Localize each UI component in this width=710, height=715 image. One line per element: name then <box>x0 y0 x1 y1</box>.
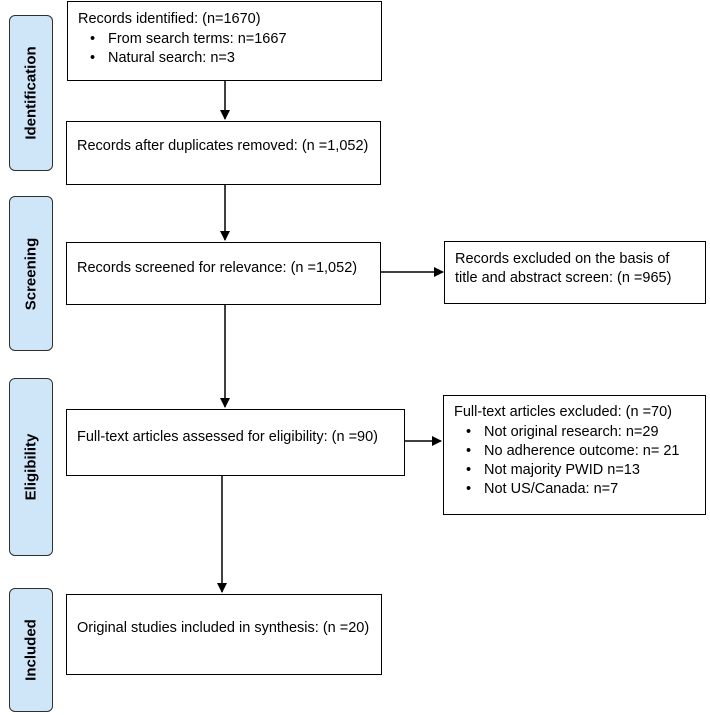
records-deduplicated-box: Records after duplicates removed: (n =1,… <box>66 121 381 185</box>
list-item: Not majority PWID n=13 <box>466 461 695 480</box>
eligibility-assessed-box: Full-text articles assessed for eligibil… <box>66 409 405 476</box>
included-studies-title: Original studies included in synthesis: … <box>77 620 370 636</box>
fulltext-excluded-box: Full-text articles excluded: (n =70) Not… <box>443 395 706 515</box>
records-screened-title: Records screened for relevance: (n =1,05… <box>77 260 358 276</box>
list-item: No adherence outcome: n= 21 <box>466 442 695 461</box>
records-identified-list: From search terms: n=1667 Natural search… <box>78 30 371 68</box>
records-excluded-screen-box: Records excluded on the basis of title a… <box>444 241 706 304</box>
stage-label-identification: Identification <box>9 15 53 171</box>
included-studies-box: Original studies included in synthesis: … <box>66 594 382 675</box>
list-item: Not original research: n=29 <box>466 423 695 442</box>
eligibility-assessed-title: Full-text articles assessed for eligibil… <box>77 429 378 445</box>
records-excluded-screen-line-2: title and abstract screen: (n =965) <box>455 270 672 286</box>
list-item: Not US/Canada: n=7 <box>466 480 695 499</box>
records-excluded-screen-line-1: Records excluded on the basis of <box>455 251 670 267</box>
fulltext-excluded-title: Full-text articles excluded: (n =70) <box>454 404 672 420</box>
list-item: From search terms: n=1667 <box>90 30 371 49</box>
stage-label-included: Included <box>9 588 53 712</box>
records-identified-box: Records identified: (n=1670) From search… <box>67 1 382 81</box>
records-deduplicated-title: Records after duplicates removed: (n =1,… <box>77 138 369 154</box>
records-identified-title: Records identified: (n=1670) <box>78 11 261 27</box>
records-screened-box: Records screened for relevance: (n =1,05… <box>66 242 381 305</box>
stage-label-eligibility: Eligibility <box>9 378 53 556</box>
list-item: Natural search: n=3 <box>90 49 371 68</box>
stage-label-screening: Screening <box>9 196 53 351</box>
fulltext-excluded-list: Not original research: n=29 No adherence… <box>454 423 695 499</box>
